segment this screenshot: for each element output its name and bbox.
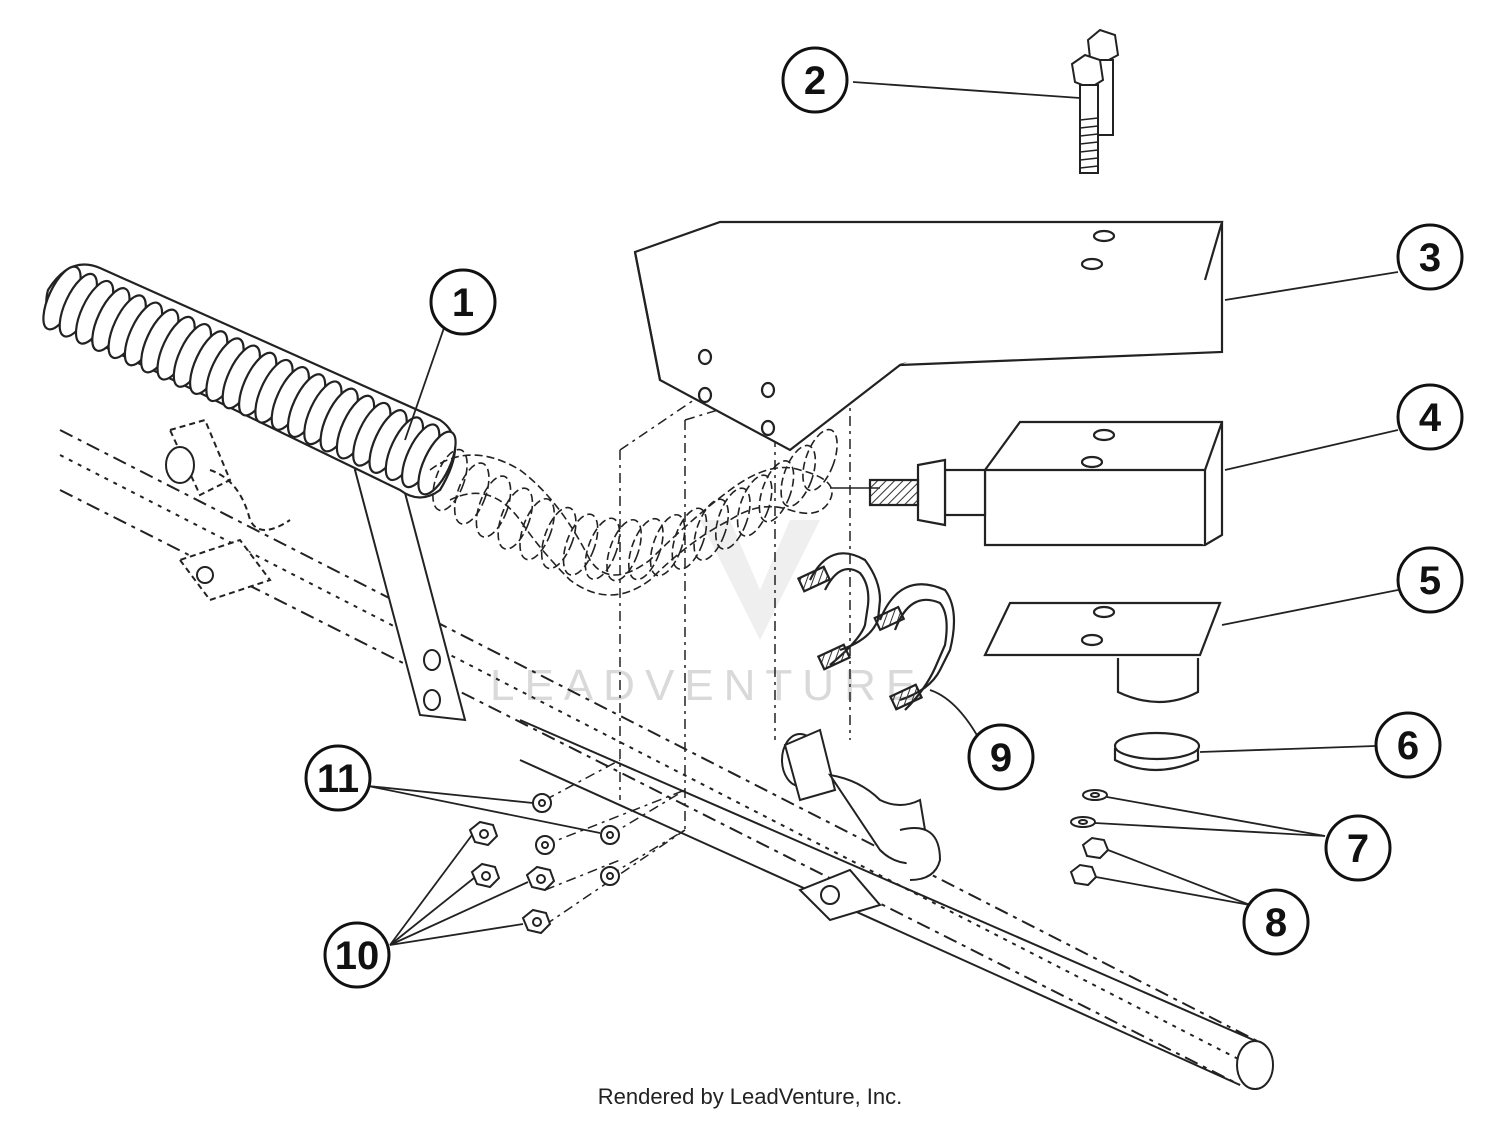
leader-lines xyxy=(367,81,1399,946)
svg-text:2: 2 xyxy=(804,59,826,103)
washers xyxy=(1070,789,1108,828)
corrugated-conduit xyxy=(42,263,457,499)
coil-loop xyxy=(736,474,773,537)
coil-loop xyxy=(758,460,795,523)
right-axle-clamp xyxy=(781,728,942,922)
disc xyxy=(1113,731,1201,772)
mounting-plate xyxy=(983,601,1222,704)
coil-loop xyxy=(540,506,577,570)
callout-11: 11 xyxy=(304,744,372,812)
svg-text:6: 6 xyxy=(1397,724,1419,768)
callout-3: 3 xyxy=(1396,223,1464,291)
bolts xyxy=(1070,28,1120,174)
housing xyxy=(633,220,1224,452)
svg-text:11: 11 xyxy=(317,757,359,801)
axle-tube xyxy=(59,429,1274,1090)
callout-9: 9 xyxy=(967,723,1035,791)
coil-loop xyxy=(432,448,468,512)
callout-4: 4 xyxy=(1396,383,1464,451)
coil-loop xyxy=(584,517,621,580)
u-bolts xyxy=(796,552,956,711)
svg-text:4: 4 xyxy=(1419,396,1442,440)
coil-loop xyxy=(802,428,838,492)
svg-text:1: 1 xyxy=(452,281,474,325)
coil-loop xyxy=(475,475,512,538)
coil-loop xyxy=(562,513,599,576)
callout-8: 8 xyxy=(1242,888,1310,956)
coil-loop xyxy=(693,498,730,561)
coil-loop xyxy=(649,513,686,577)
callout-10: 10 xyxy=(323,921,391,989)
svg-text:10: 10 xyxy=(335,934,380,978)
svg-text:8: 8 xyxy=(1265,901,1287,945)
callout-7: 7 xyxy=(1324,814,1392,882)
svg-text:9: 9 xyxy=(990,736,1012,780)
svg-text:3: 3 xyxy=(1419,236,1441,280)
conduit-ring xyxy=(417,430,457,496)
callout-5: 5 xyxy=(1396,546,1464,614)
watermark-logo xyxy=(700,520,820,640)
lock-washers xyxy=(532,793,620,886)
coil-loop xyxy=(453,462,490,525)
callout-2: 2 xyxy=(781,46,849,114)
callout-6: 6 xyxy=(1374,711,1442,779)
switch-box xyxy=(868,420,1224,547)
callout-1: 1 xyxy=(429,268,497,336)
coil-loop xyxy=(780,444,817,508)
coil-loop xyxy=(497,487,534,550)
watermark-text: LEADVENTURE xyxy=(490,661,925,710)
coil-loop xyxy=(627,517,664,581)
phantom-coil xyxy=(429,428,880,596)
coil-loop xyxy=(606,518,643,582)
render-credit: Rendered by LeadVenture, Inc. xyxy=(597,1084,903,1109)
coil-loop xyxy=(519,497,556,561)
svg-text:7: 7 xyxy=(1347,827,1369,871)
svg-text:5: 5 xyxy=(1419,559,1441,603)
coil-loop xyxy=(671,507,708,570)
coil-loop xyxy=(714,487,751,550)
hex-nuts xyxy=(468,820,556,935)
left-axle-clamp xyxy=(165,418,291,602)
